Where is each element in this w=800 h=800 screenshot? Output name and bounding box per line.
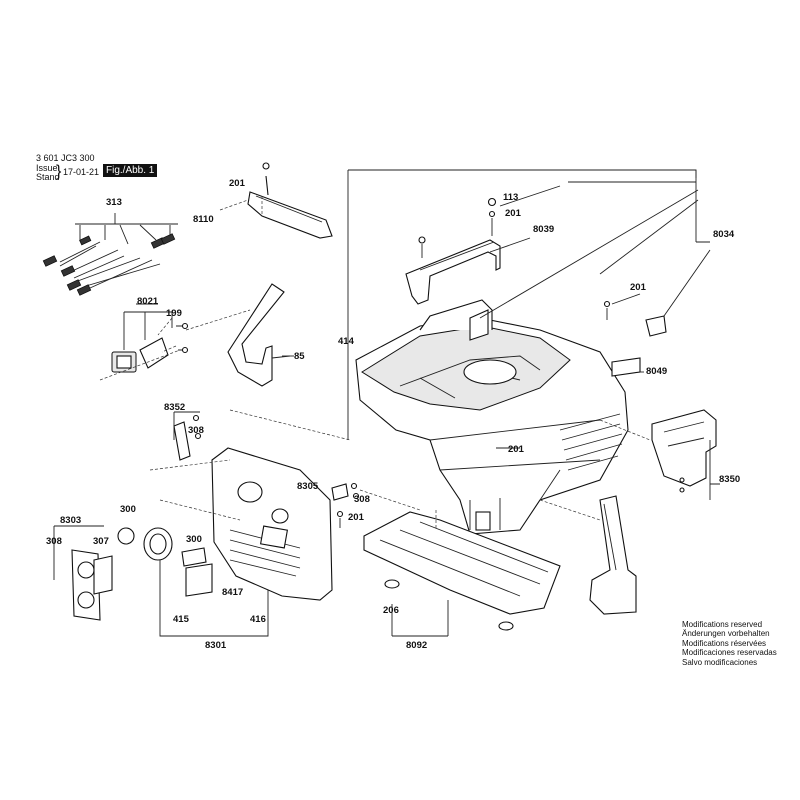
callout-308-a: 308: [188, 425, 204, 436]
switch-part: [111, 311, 189, 373]
callout-8417: 8417: [222, 587, 243, 598]
modifications-notice: Modifications reserved Änderungen vorbeh…: [682, 620, 777, 667]
callout-8021: 8021: [137, 296, 159, 307]
callout-300-b: 300: [186, 534, 202, 545]
modifications-line-en: Modifications reserved: [682, 620, 763, 629]
issue-date: 17-01-21: [63, 167, 100, 177]
callout-201-right: 201: [630, 282, 647, 293]
cover-8303-part: [71, 549, 113, 621]
modifications-line-es: Modificaciones reservadas: [682, 648, 777, 658]
nozzle-part: [651, 409, 717, 493]
modifications-line-fr: Modifications réservées: [682, 638, 767, 648]
callout-313: 313: [106, 197, 122, 208]
modifications-line-es2: Salvo modificaciones: [682, 657, 758, 667]
bracket-8352-part: [173, 414, 202, 461]
callout-308-b: 308: [354, 494, 370, 505]
cable-hook-part: [227, 283, 291, 387]
callout-300-a: 300: [120, 504, 136, 515]
callout-8110: 8110: [193, 214, 214, 225]
callout-85: 85: [294, 351, 305, 362]
callout-308-c: 308: [46, 536, 62, 547]
part-number: 3 601 JC3 300: [36, 153, 95, 163]
header-brace: }: [56, 163, 62, 180]
callout-414: 414: [338, 336, 355, 347]
figure-tag: Fig./Abb. 1: [103, 164, 157, 177]
callout-113: 113: [503, 192, 518, 203]
clip-8305-part: [331, 482, 360, 528]
callout-8301: 8301: [205, 640, 227, 651]
callout-201-handle: 201: [229, 178, 246, 189]
callout-8303: 8303: [60, 515, 81, 526]
callout-201-center: 201: [508, 444, 525, 455]
main-housing-part: [355, 299, 629, 535]
stand-label: Stand: [36, 172, 60, 182]
callout-201-low: 201: [348, 512, 365, 523]
callout-307: 307: [93, 536, 109, 547]
callout-8049: 8049: [646, 366, 667, 377]
callout-8352: 8352: [164, 402, 185, 413]
leader-lines: [53, 169, 720, 637]
issue-label: Issue: [36, 163, 58, 173]
callout-8305: 8305: [297, 481, 319, 492]
callout-199: 199: [166, 308, 182, 319]
callout-206: 206: [383, 605, 399, 616]
callout-8034: 8034: [713, 229, 735, 240]
top-handle-part: [405, 197, 501, 305]
cover-plate-part: [603, 300, 667, 377]
strap-part: [589, 495, 637, 615]
callout-8092: 8092: [406, 640, 427, 651]
handle-grip-part: [219, 162, 333, 239]
front-panel-part: [117, 447, 333, 601]
modifications-line-de: Änderungen vorbehalten: [682, 629, 770, 639]
callout-201-top: 201: [505, 208, 522, 219]
callout-8039: 8039: [533, 224, 554, 235]
base-plate-part: [363, 511, 561, 631]
callout-416: 416: [250, 614, 266, 625]
callout-8350: 8350: [719, 474, 740, 485]
callout-415: 415: [173, 614, 190, 625]
callout-labels: 313 8021 199 201 8110 85 414 113 201 803…: [46, 178, 740, 651]
wire-harness-part: [42, 213, 178, 296]
